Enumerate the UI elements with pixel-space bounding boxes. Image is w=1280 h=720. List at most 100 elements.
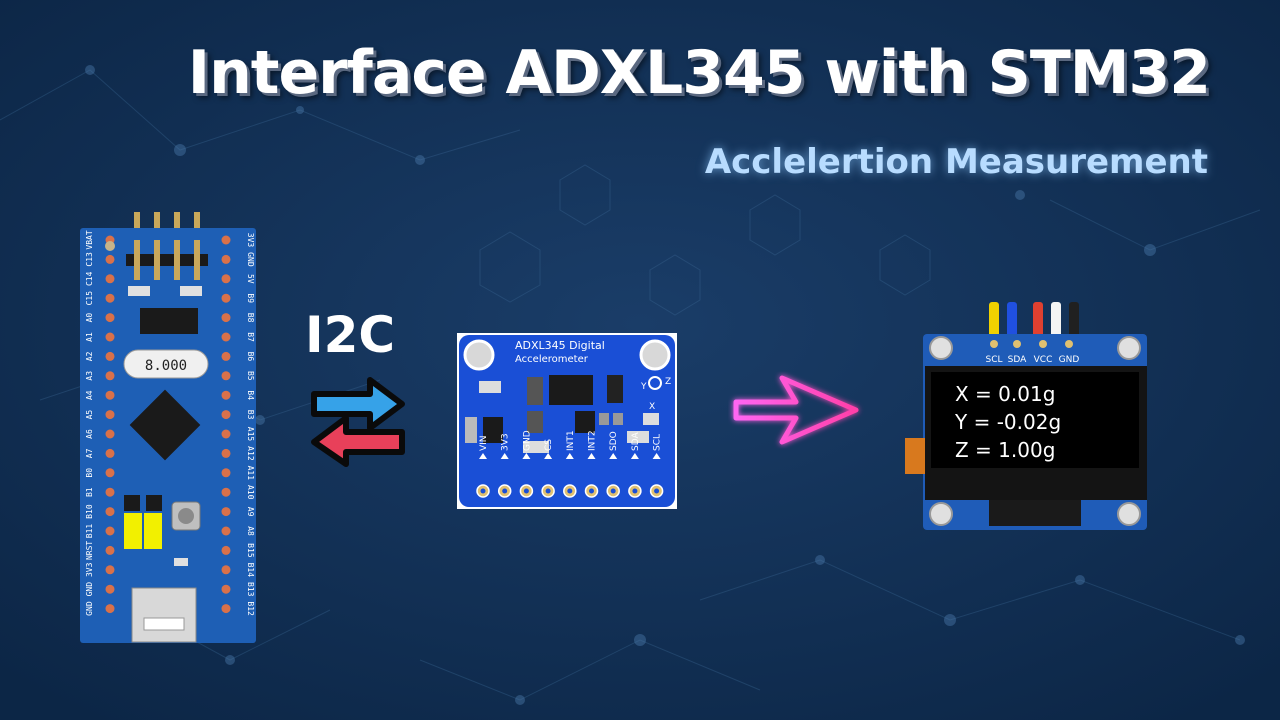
stm32-pin-left bbox=[105, 254, 115, 264]
stm32-pin-label-left: B1 bbox=[85, 487, 94, 497]
stm32-pin-label-right: 5V bbox=[246, 274, 255, 284]
oled-pin-pad bbox=[990, 340, 998, 348]
adxl-pin-label: SCL bbox=[653, 434, 663, 451]
adxl-pin-marker bbox=[544, 453, 553, 459]
stm32-pin-label-right: A9 bbox=[246, 507, 255, 517]
stm32-pin-label-left: B10 bbox=[85, 504, 94, 519]
adxl-pin-marker bbox=[587, 453, 596, 459]
oled-pin-label: SCL bbox=[985, 355, 1002, 365]
stm32-pin-label-left: 3V3 bbox=[85, 562, 94, 577]
crystal-label: 8.000 bbox=[145, 358, 187, 374]
stm32-pin-right bbox=[221, 584, 231, 594]
adxl-pin-marker bbox=[609, 453, 618, 459]
adxl-pin-label: CS bbox=[544, 439, 554, 451]
oled-pin-label: GND bbox=[1059, 355, 1080, 365]
stm32-pin-label-right: B13 bbox=[246, 582, 255, 597]
bidirectional-arrows-icon bbox=[311, 377, 405, 467]
stm32-pin-left bbox=[105, 507, 115, 517]
stm32-pin-right bbox=[221, 526, 231, 536]
axis-x-label: X bbox=[649, 402, 655, 412]
stm32-pin-left bbox=[105, 332, 115, 342]
stm32-board: 8.000 VBATC13C14C15A0A1A2A3A4A5A6A7B0B1B… bbox=[80, 212, 256, 643]
stm32-pin-right bbox=[221, 332, 231, 342]
adxl-name-line2: Accelerometer bbox=[515, 354, 589, 365]
stm32-pin-right bbox=[221, 468, 231, 478]
adxl-pin-label: SDA bbox=[631, 432, 641, 451]
stm32-pin-label-left: C14 bbox=[85, 271, 94, 286]
oled-pin-label: VCC bbox=[1034, 355, 1053, 365]
stm32-pin-label-left: A5 bbox=[85, 410, 94, 420]
stm32-pin-left bbox=[105, 584, 115, 594]
stm32-pin-label-right: B8 bbox=[246, 313, 255, 323]
stm32-pin-label-right: B6 bbox=[246, 352, 255, 362]
stm32-pin-left bbox=[105, 448, 115, 458]
stm32-pin-label-left: A6 bbox=[85, 429, 94, 439]
stm32-pin-label-right: A15 bbox=[246, 427, 255, 442]
i2c-label: I2C bbox=[305, 306, 396, 364]
adxl-pin-label: 3V3 bbox=[501, 433, 511, 451]
stm32-pin-label-right: B15 bbox=[246, 543, 255, 558]
adxl-pin-label: INT1 bbox=[566, 430, 576, 451]
axis-y-label: Y bbox=[640, 382, 647, 392]
adxl-pin-label: GND bbox=[522, 430, 532, 451]
stm32-pin-right bbox=[221, 371, 231, 381]
stm32-pin-right bbox=[221, 254, 231, 264]
stm32-pin-left bbox=[105, 274, 115, 284]
adxl-pin-label: INT2 bbox=[588, 430, 598, 451]
oled-pin-pad bbox=[1013, 340, 1021, 348]
stm32-pin-label-right: B12 bbox=[246, 601, 255, 616]
stm32-pin-label-left: GND bbox=[85, 601, 94, 616]
stm32-pin-right bbox=[221, 274, 231, 284]
adxl-pin-label: SDO bbox=[609, 431, 619, 451]
adxl-pin-label: VIN bbox=[479, 435, 489, 451]
adxl-pin-marker bbox=[630, 453, 639, 459]
stm32-pin-left bbox=[105, 293, 115, 303]
stm32-pin-label-right: A12 bbox=[246, 446, 255, 461]
adxl-pin-marker bbox=[522, 453, 531, 459]
stm32-pin-label-right: A8 bbox=[246, 526, 255, 536]
adxl-chip bbox=[549, 375, 593, 405]
stm32-pin-left bbox=[105, 468, 115, 478]
stm32-pin-right bbox=[221, 313, 231, 323]
stm32-pin-label-left: C15 bbox=[85, 291, 94, 306]
stm32-pin-label-left: NRST bbox=[85, 541, 94, 560]
stm32-pin-right bbox=[221, 293, 231, 303]
adxl-name-line1: ADXL345 Digital bbox=[515, 339, 605, 352]
adxl-pin-marker bbox=[565, 453, 574, 459]
adxl-pin-marker bbox=[479, 453, 487, 459]
stm32-pin-label-left: VBAT bbox=[85, 230, 94, 249]
stm32-pin-left bbox=[105, 390, 115, 400]
stm32-pin-right bbox=[221, 545, 231, 555]
reading-y: Y = -0.02g bbox=[955, 410, 1062, 434]
stm32-pin-label-right: B5 bbox=[246, 371, 255, 381]
adxl-pin-marker bbox=[500, 453, 509, 459]
stm32-pin-label-left: C13 bbox=[85, 252, 94, 267]
page-title: Interface ADXL345 with STM32 bbox=[187, 38, 1211, 108]
oled-wires bbox=[989, 302, 1079, 342]
stm32-pin-label-right: B14 bbox=[246, 563, 255, 578]
stm32-pin-label-right: GND bbox=[246, 252, 255, 267]
stm32-pin-label-left: A4 bbox=[85, 390, 94, 400]
neon-arrow-icon bbox=[733, 375, 859, 445]
usb-port bbox=[131, 587, 197, 643]
stm32-pin-label-right: B9 bbox=[246, 293, 255, 303]
reading-x: X = 0.01g bbox=[955, 382, 1056, 406]
stm32-pin-label-left: A1 bbox=[85, 332, 94, 342]
stm32-pin-label-left: A2 bbox=[85, 351, 94, 361]
stm32-pin-right bbox=[221, 487, 231, 497]
adxl-pin-marker bbox=[652, 453, 661, 459]
reading-z: Z = 1.00g bbox=[955, 438, 1056, 462]
stm32-pin-label-left: A3 bbox=[85, 371, 94, 381]
stm32-pin-label-left: B0 bbox=[85, 468, 94, 478]
stm32-pin-label-right: B7 bbox=[246, 332, 255, 342]
stm32-pin-left bbox=[105, 429, 115, 439]
stm32-pin-left bbox=[105, 545, 115, 555]
stm32-pin-label-right: 3V3 bbox=[246, 233, 255, 248]
stm32-pin-right bbox=[221, 448, 231, 458]
stm32-pin-left bbox=[105, 313, 115, 323]
stm32-pin-right bbox=[221, 507, 231, 517]
stm32-pin-label-left: B11 bbox=[85, 524, 94, 539]
stm32-pin-left bbox=[105, 604, 115, 614]
stm32-pin-right bbox=[221, 235, 231, 245]
stm32-pin-label-left: A7 bbox=[85, 448, 94, 458]
